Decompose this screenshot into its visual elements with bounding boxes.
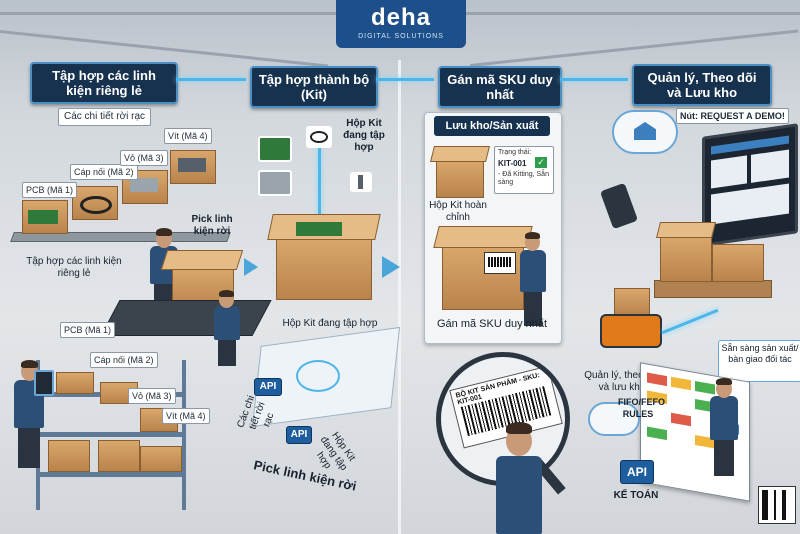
flow-arrow (382, 256, 400, 278)
worker-inspector (490, 420, 550, 534)
ready-handover-label: Sẵn sàng sản xuất/ bàn giao đối tác (718, 340, 800, 382)
pallet (654, 280, 772, 298)
fifo-cloud-icon (588, 402, 640, 436)
flow-line (560, 78, 628, 81)
roof-beam (469, 29, 799, 67)
shelf-post (182, 360, 186, 510)
parts-bin (56, 372, 94, 394)
screw-part (178, 158, 206, 172)
section-divider (398, 60, 401, 534)
step-2-title: Tập hợp thành bộ (Kit) (250, 66, 378, 108)
step-4-title: Quản lý, Theo dõi và Lưu kho (632, 64, 772, 106)
robot-cargo-box (614, 288, 650, 316)
flow-line (318, 140, 321, 220)
worker-manager (706, 378, 744, 478)
kit-box-label: Hộp Kit đang tập hợp (282, 318, 378, 329)
complete-kit-box (436, 160, 484, 198)
bin-tag: PCB (Mã 1) (60, 322, 116, 338)
check-icon: ✓ (535, 157, 547, 168)
sku-assign-label: Gán mã SKU duy nhất (436, 318, 548, 330)
bin-tag: Vỏ (Mã 3) (120, 150, 168, 166)
status-code: KIT-001 (498, 159, 527, 168)
bin-tag: Vít (Mã 4) (162, 408, 210, 424)
barcode-scanner-icon (599, 182, 639, 230)
warehouse-cloud-icon (612, 110, 678, 154)
pcb-icon (258, 136, 292, 162)
screw-icon (350, 172, 372, 192)
dashboard-monitor (702, 123, 798, 247)
parts-bin (48, 440, 90, 472)
request-demo-button[interactable]: Nút: REQUEST A DEMO! (676, 108, 789, 124)
bin-tag: PCB (Mã 1) (22, 182, 78, 198)
pcb-part (296, 222, 342, 236)
complete-kit-box-top (430, 146, 490, 162)
loose-parts-label: Các chi tiết rời rạc (58, 108, 152, 126)
panel-title: Lưu kho/Sản xuất (434, 116, 550, 136)
worker-tablet (10, 360, 50, 470)
logo: deha DIGITAL SOLUTIONS (336, 0, 466, 48)
flow-line (661, 308, 719, 335)
pick-parts-label: Pick linh kiện rời (191, 214, 233, 237)
step-1-title: Tập hợp các linh kiện riêng lẻ (30, 62, 178, 104)
agv-robot (600, 314, 662, 348)
shelf-board (36, 432, 186, 437)
status-title: Trạng thái: (498, 149, 532, 156)
status-card: Trạng thái: KIT-001 ✓ - Đã Kitting, Sẵn … (494, 146, 554, 194)
bin-tag: Cáp nối (Mã 2) (90, 352, 158, 368)
barcode-label (484, 252, 516, 274)
case-icon (258, 170, 292, 196)
pallet-box (712, 244, 764, 282)
accounting-label: KẾ TOÁN (613, 490, 659, 501)
flow-line (376, 78, 434, 81)
gather-parts-label: Tập hợp các linh kiện riêng lẻ (26, 256, 122, 279)
pallet-box (660, 236, 712, 282)
qr-code (758, 486, 796, 524)
flow-line (176, 78, 246, 81)
case-part (130, 178, 158, 192)
bin-tag: Vít (Mã 4) (164, 128, 212, 144)
worker-assembler (210, 290, 246, 370)
logo-brand: deha (370, 4, 431, 31)
parts-bin (140, 446, 182, 472)
cable-part (80, 196, 112, 214)
parts-bin (98, 440, 140, 472)
accounting-api-badge: API (620, 460, 654, 484)
worker-labeler (516, 232, 552, 328)
flow-arrow (244, 258, 258, 276)
cable-icon (306, 126, 332, 148)
bin-tag: Cáp nối (Mã 2) (70, 164, 138, 180)
kit-box-open (276, 238, 372, 300)
step-3-title: Gán mã SKU duy nhất (438, 66, 562, 108)
shelf-board (36, 472, 186, 477)
api-flow-ring (296, 360, 340, 392)
kit-box-flap (160, 250, 244, 270)
api-badge: API (254, 378, 282, 396)
complete-kit-label: Hộp Kit hoàn chỉnh (429, 200, 487, 223)
logo-tagline: DIGITAL SOLUTIONS (358, 33, 444, 40)
manage-track-label: Quản lý, theo dõi và lưu kho (584, 370, 660, 393)
bin-tag: Vỏ (Mã 3) (128, 388, 176, 404)
pallet-box-top (656, 222, 716, 238)
fifo-rules-label: FIFO/FEFO RULES (618, 397, 665, 419)
kit-box-side-label: Hộp Kit đang tập hợp (343, 118, 385, 153)
api-badge: API (286, 426, 312, 444)
status-text: - Đã Kitting, Sẵn sàng (498, 171, 549, 186)
pcb-part (28, 210, 58, 224)
tablet-icon (34, 370, 54, 396)
